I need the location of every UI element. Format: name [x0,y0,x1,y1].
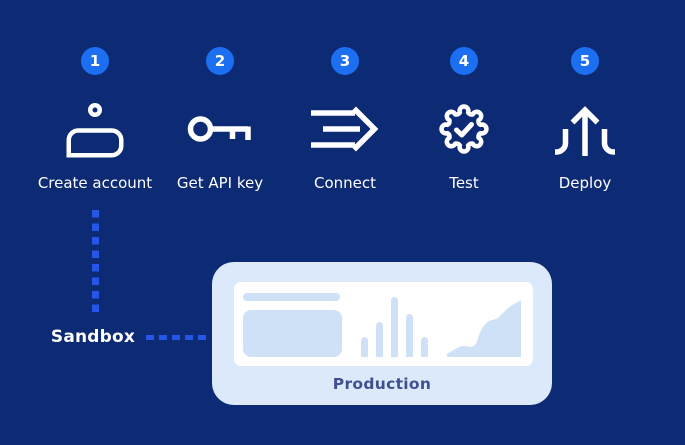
step-label: Create account [37,174,153,192]
bar-chart [361,293,428,357]
step-icon-slot [187,97,253,161]
dashboard-left-blocks [243,293,342,357]
step-number-badge: 5 [571,47,599,75]
horizontal-dashed-connector [146,335,208,340]
step-number-badge: 4 [450,47,478,75]
area-chart [447,300,521,357]
step-icon-slot [436,97,492,161]
gear-check-icon [439,104,489,154]
production-label: Production [332,375,432,393]
step-label: Test [449,174,479,192]
chart-bar [361,337,368,357]
deploy-icon [555,106,615,156]
chart-bar [376,322,383,357]
step-column-deploy: 5 Deploy [515,47,655,192]
chart-bar [391,297,398,357]
step-column-create-account: 1 Create account [25,47,165,192]
step-icon-slot [64,97,126,161]
step-column-test: 4 Test [394,47,534,192]
sandbox-label: Sandbox [50,327,136,347]
chart-bar [406,314,413,357]
chart-bar [421,337,428,357]
step-column-connect: 3 Connect [275,47,415,192]
dashboard-title-bar [243,293,340,301]
dashboard-content-block [243,310,342,357]
step-icon-slot [551,97,619,161]
key-icon [187,116,251,142]
step-label: Deploy [558,174,612,192]
connect-arrow-icon [311,106,379,152]
step-number-badge: 2 [206,47,234,75]
step-column-get-api-key: 2 Get API key [150,47,290,192]
dashboard-preview [234,282,533,366]
step-number-badge: 1 [81,47,109,75]
step-number-badge: 3 [331,47,359,75]
step-label: Connect [313,174,377,192]
vertical-dashed-connector [92,210,99,317]
production-card: Production [212,262,552,405]
step-icon-slot [310,97,380,161]
user-icon [66,103,124,158]
step-label: Get API key [176,174,264,192]
